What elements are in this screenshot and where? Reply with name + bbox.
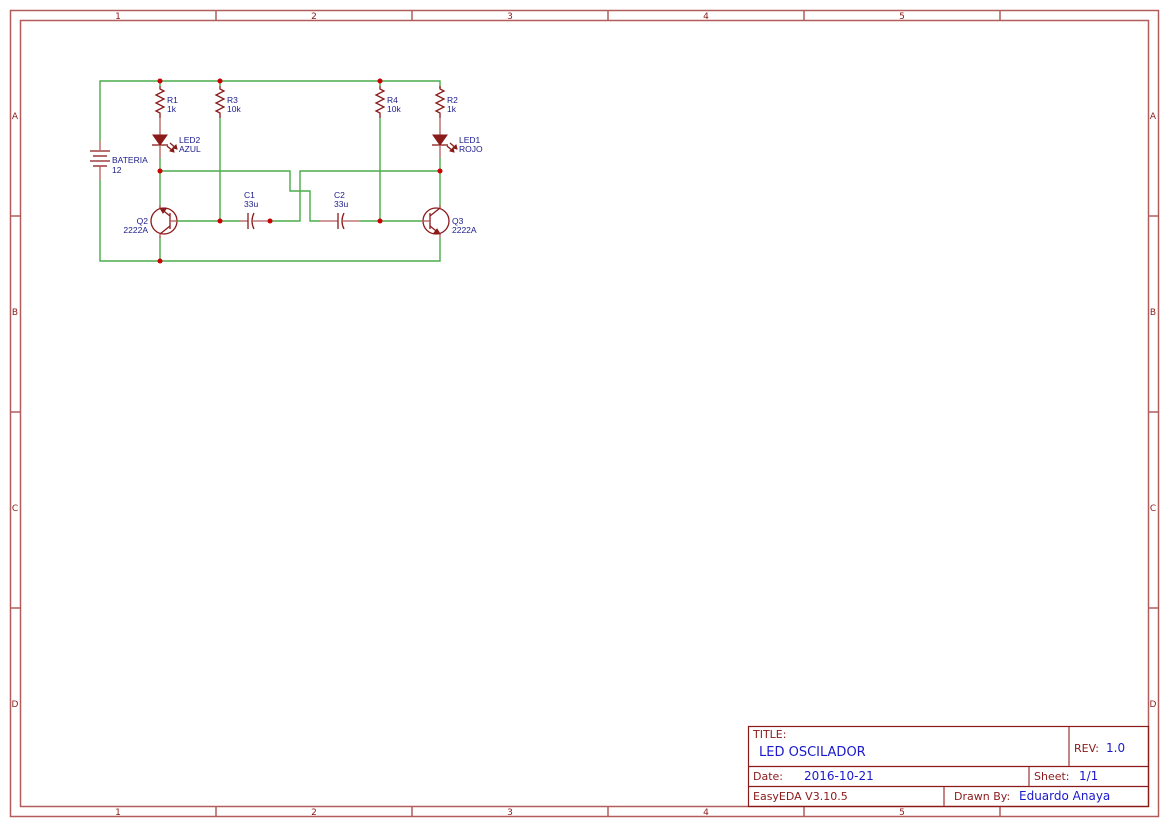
column-label: 2 (311, 808, 317, 818)
r4-ref: R4 (387, 95, 398, 105)
row-ticks-left (10, 215, 20, 609)
column-label: 1 (115, 12, 121, 22)
software-label: EasyEDA V3.10.5 (753, 790, 848, 803)
column-label: 4 (703, 12, 709, 22)
battery-symbol (90, 141, 110, 180)
column-ticks-bottom (215, 806, 1001, 816)
row-label: D (1150, 700, 1157, 710)
r2-ref: R2 (447, 95, 458, 105)
rev-label: REV: (1074, 742, 1099, 755)
led1-symbol (432, 118, 458, 158)
column-label: 2 (311, 12, 317, 22)
row-label: B (1150, 308, 1156, 318)
outer-frame (9, 9, 1160, 818)
row-label: D (12, 700, 19, 710)
column-label: 5 (899, 12, 905, 22)
r2-value: 1k (447, 104, 457, 114)
led1-value: ROJO (459, 144, 483, 154)
r3-ref: R3 (227, 95, 238, 105)
capacitor-c2 (320, 212, 360, 230)
transistor-q2 (150, 205, 178, 238)
transistor-q3 (422, 205, 450, 238)
r4-value: 10k (387, 104, 401, 114)
r1-ref: R1 (167, 95, 178, 105)
wires (99, 80, 441, 262)
row-label: A (1150, 112, 1157, 122)
q2-ref: Q2 (137, 216, 149, 226)
c1-ref: C1 (244, 190, 255, 200)
battery-value: 12 (112, 165, 122, 175)
resistor-r4 (374, 86, 386, 118)
inner-frame (19, 19, 1150, 808)
row-ticks-right (1148, 215, 1158, 609)
led2-ref: LED2 (179, 135, 201, 145)
led2-value: AZUL (179, 144, 201, 154)
rev-value: 1.0 (1106, 741, 1125, 755)
sheet-value: 1/1 (1079, 769, 1098, 783)
r1-value: 1k (167, 104, 177, 114)
capacitor-c1 (240, 212, 270, 230)
drawn-by-label: Drawn By: (954, 790, 1010, 803)
column-label: 4 (703, 808, 709, 818)
junctions (157, 78, 443, 264)
led1-ref: LED1 (459, 135, 481, 145)
c2-ref: C2 (334, 190, 345, 200)
resistor-r1 (154, 86, 166, 118)
date-label: Date: (753, 770, 783, 783)
column-label: 3 (507, 12, 513, 22)
resistor-r2 (434, 86, 446, 118)
c1-value: 33u (244, 199, 258, 209)
row-label: C (12, 504, 18, 514)
column-label: 3 (507, 808, 513, 818)
row-label: C (1150, 504, 1156, 514)
title-value: LED OSCILADOR (759, 745, 866, 760)
resistor-r3 (214, 86, 226, 118)
drawn-by-value: Eduardo Anaya (1019, 789, 1110, 803)
q3-ref: Q3 (452, 216, 464, 226)
r3-value: 10k (227, 104, 241, 114)
q2-value: 2222A (123, 225, 148, 235)
title-label: TITLE: (752, 728, 786, 741)
c2-value: 33u (334, 199, 348, 209)
battery-ref: BATERIA (112, 155, 148, 165)
row-label: B (12, 308, 18, 318)
led2-symbol (152, 118, 178, 158)
column-label: 5 (899, 808, 905, 818)
sheet-label: Sheet: (1034, 770, 1070, 783)
title-block (747, 725, 1150, 808)
column-ticks-top (215, 10, 1001, 20)
q3-value: 2222A (452, 225, 477, 235)
row-label: A (12, 112, 19, 122)
column-label: 1 (115, 808, 121, 818)
date-value: 2016-10-21 (804, 769, 874, 783)
